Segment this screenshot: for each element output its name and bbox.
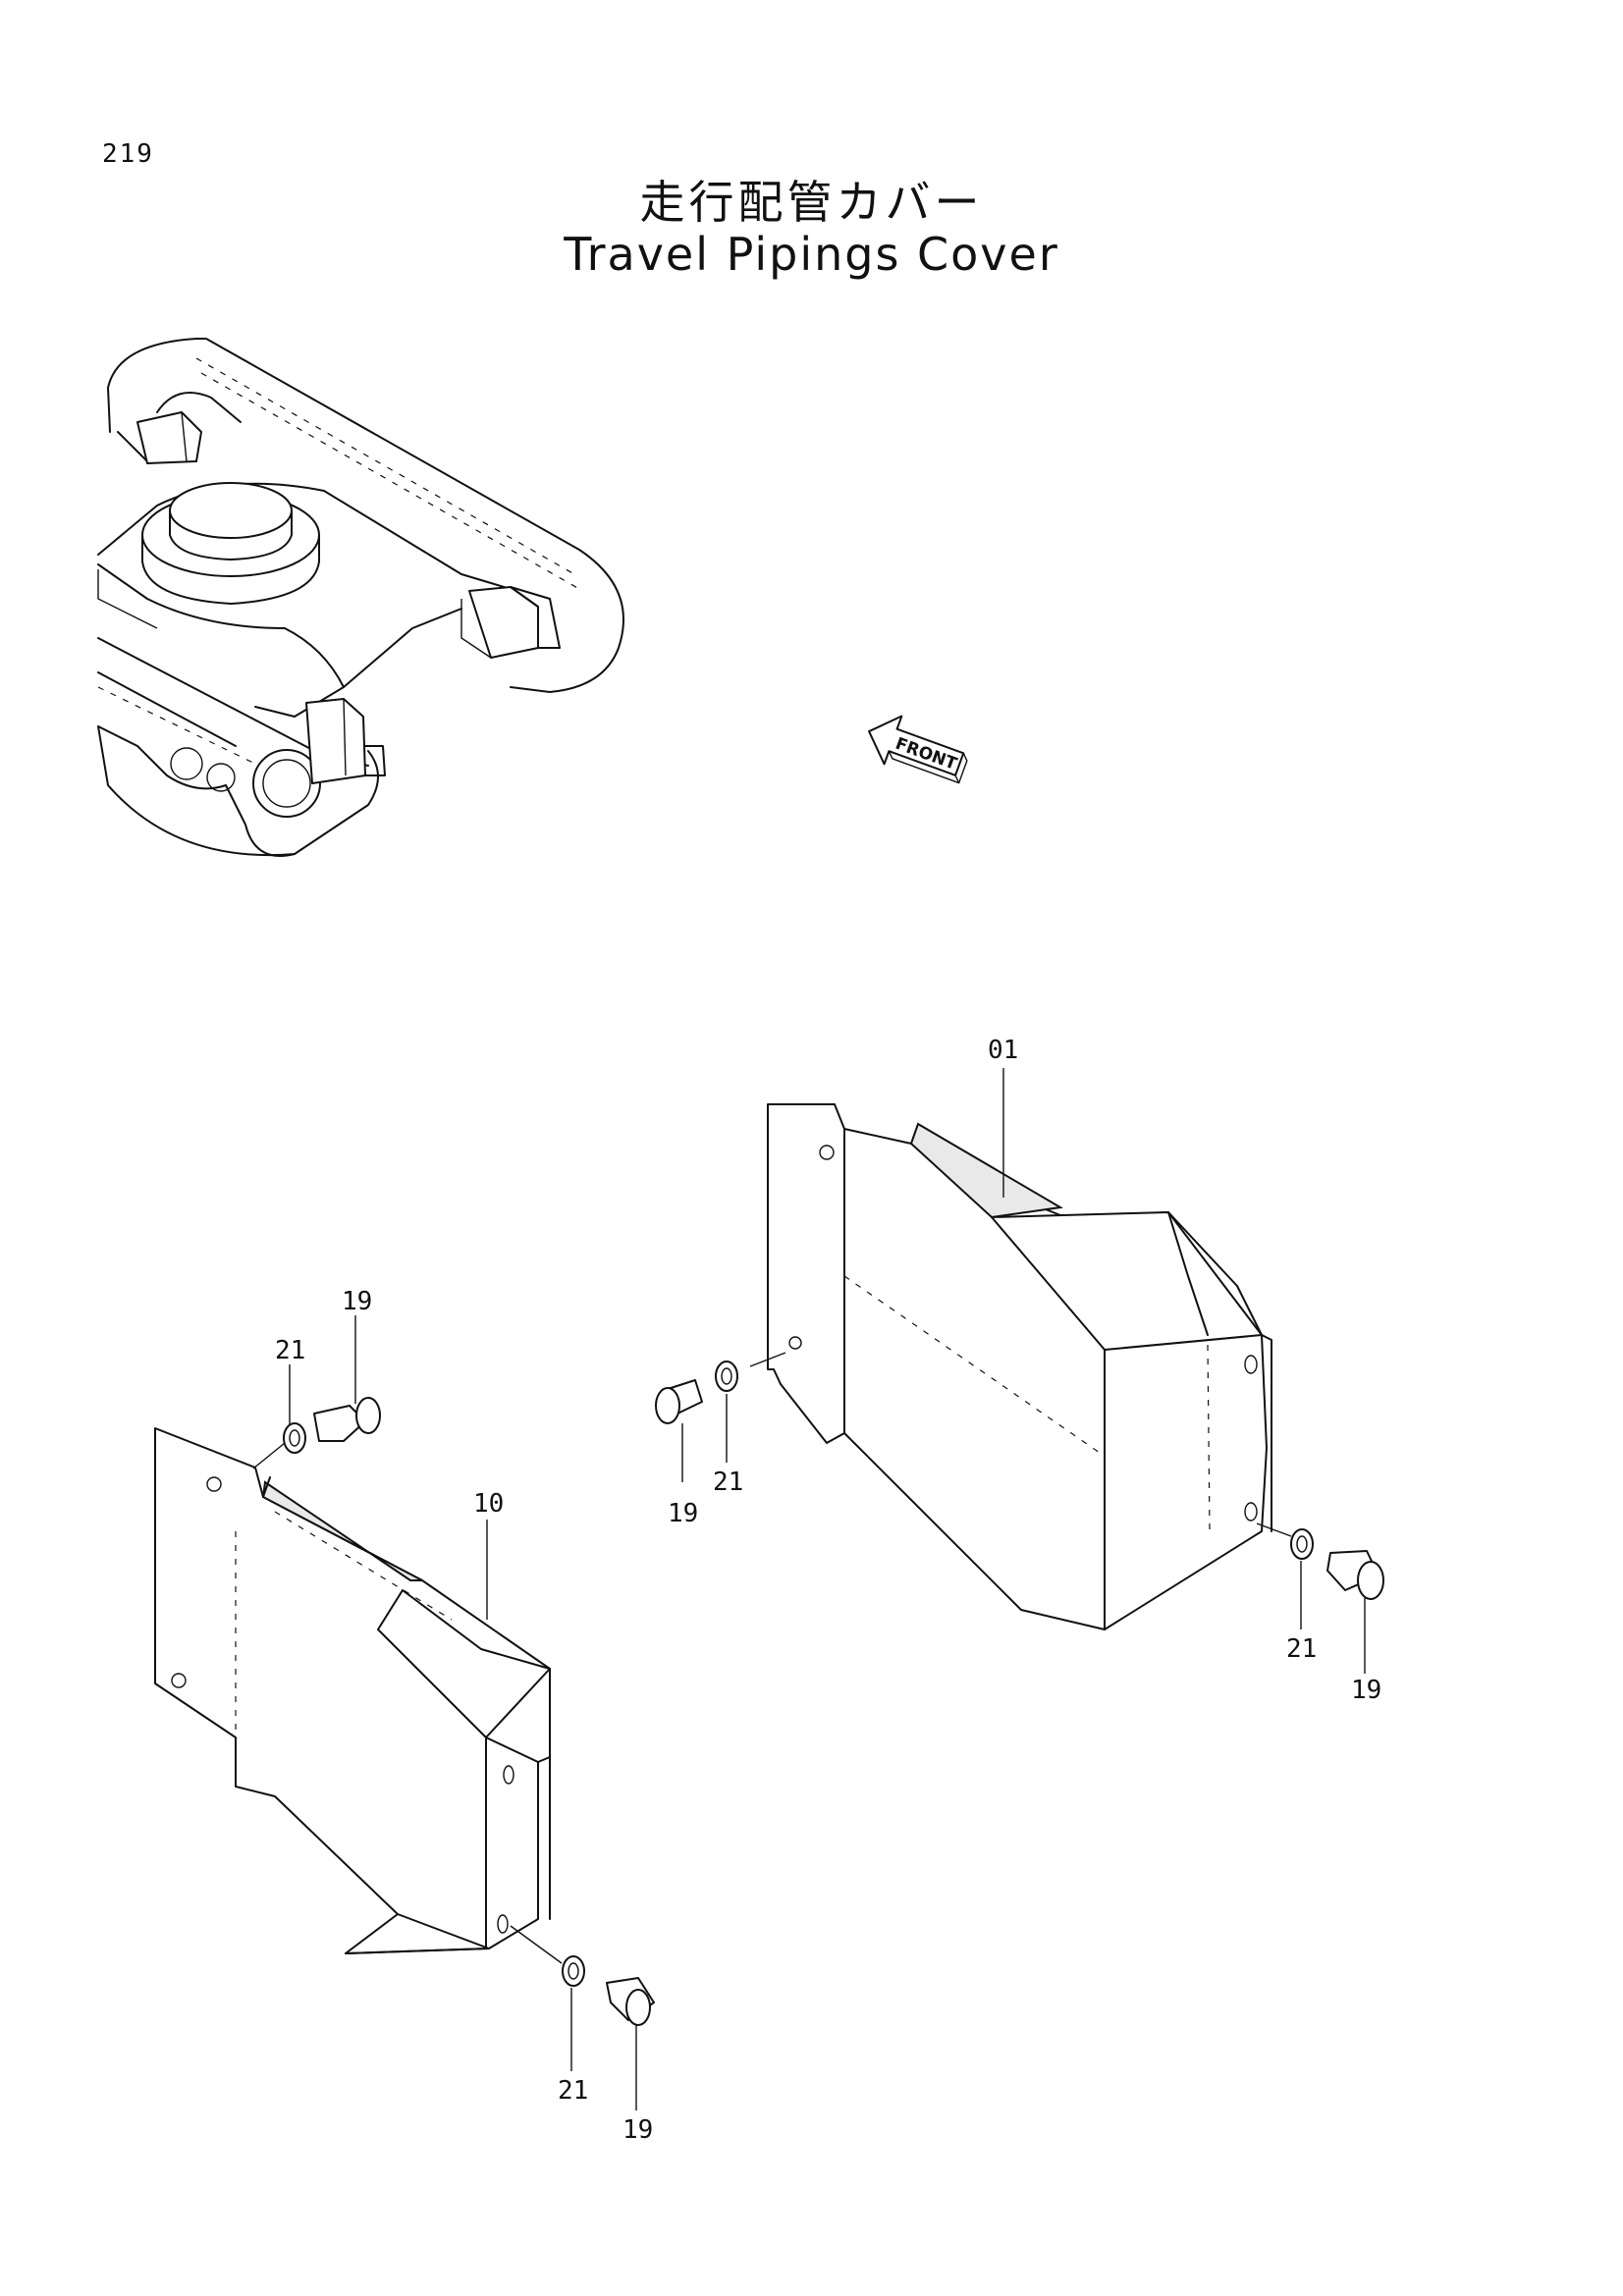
callout-21-top-left: 21 [275,1336,305,1365]
page-number: 219 [102,139,154,169]
title-english: Travel Pipings Cover [564,228,1059,281]
callout-21-right: 21 [1286,1634,1317,1664]
front-direction-arrow: FRONT [868,715,968,784]
callout-19-right: 19 [1351,1676,1381,1705]
callout-21-mid-left: 21 [713,1468,743,1497]
leader-lines [289,1068,1366,2110]
title-japanese: 走行配管カバー [639,176,984,229]
callout-19-top-left: 19 [342,1287,372,1316]
callout-10: 10 [473,1489,504,1519]
callout-01: 01 [988,1036,1018,1065]
callout-21-bottom: 21 [558,2076,588,2106]
callout-labels: 01 10 19 21 19 21 21 19 21 19 [275,1036,1381,2145]
cover-part-10 [154,1397,655,2026]
callout-19-mid-left: 19 [668,1499,698,1528]
undercarriage-overview [97,338,624,857]
callout-19-bottom: 19 [622,2115,653,2145]
cover-part-01 [655,1103,1384,1630]
